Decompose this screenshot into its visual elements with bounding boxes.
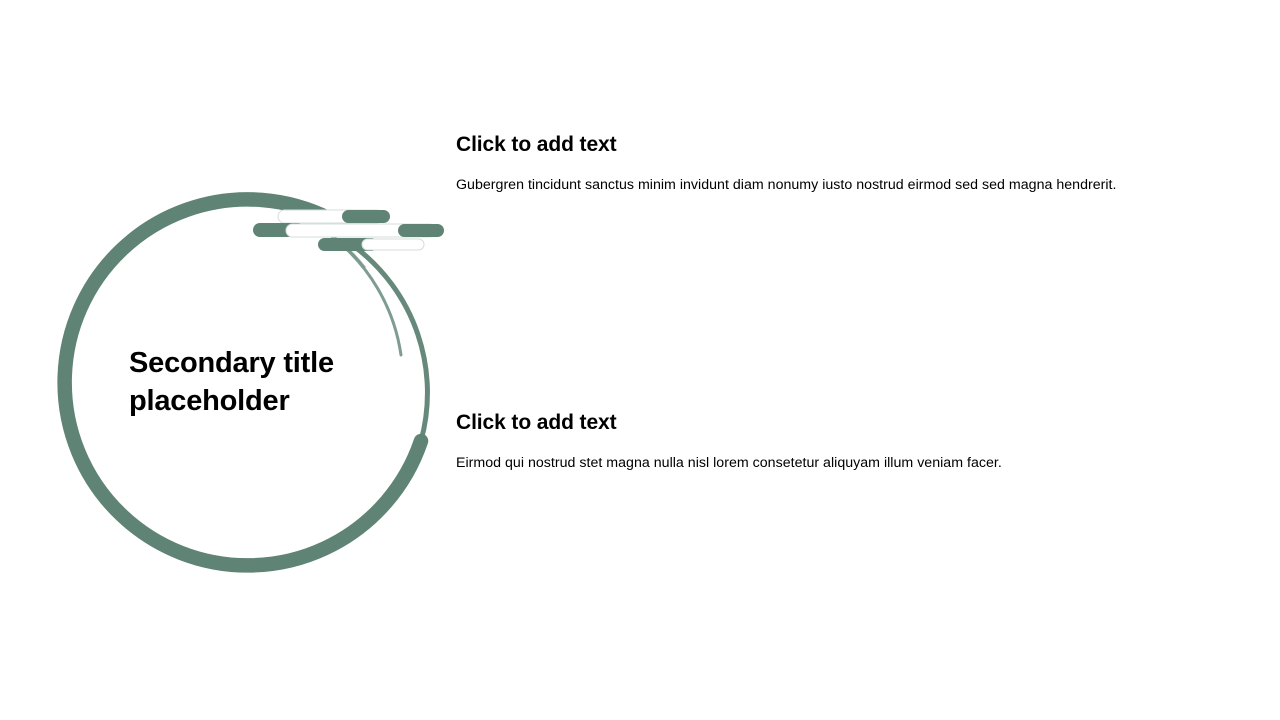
text-block-1: Click to add text Gubergren tincidunt sa…	[456, 132, 1246, 196]
block-2-heading[interactable]: Click to add text	[456, 411, 617, 434]
left-graphic-block: Secondary title placeholder	[55, 192, 455, 585]
stacked-pill-decoration-icon	[253, 209, 444, 251]
block-2-body[interactable]: Eirmod qui nostrud stet magna nulla nisl…	[456, 455, 1002, 472]
text-block-2: Click to add text Eirmod qui nostrud ste…	[456, 410, 1246, 474]
block-1-heading[interactable]: Click to add text	[456, 133, 617, 156]
secondary-title-placeholder[interactable]: Secondary title placeholder	[129, 347, 334, 418]
block-1-body[interactable]: Gubergren tincidunt sanctus minim invidu…	[456, 177, 1117, 194]
